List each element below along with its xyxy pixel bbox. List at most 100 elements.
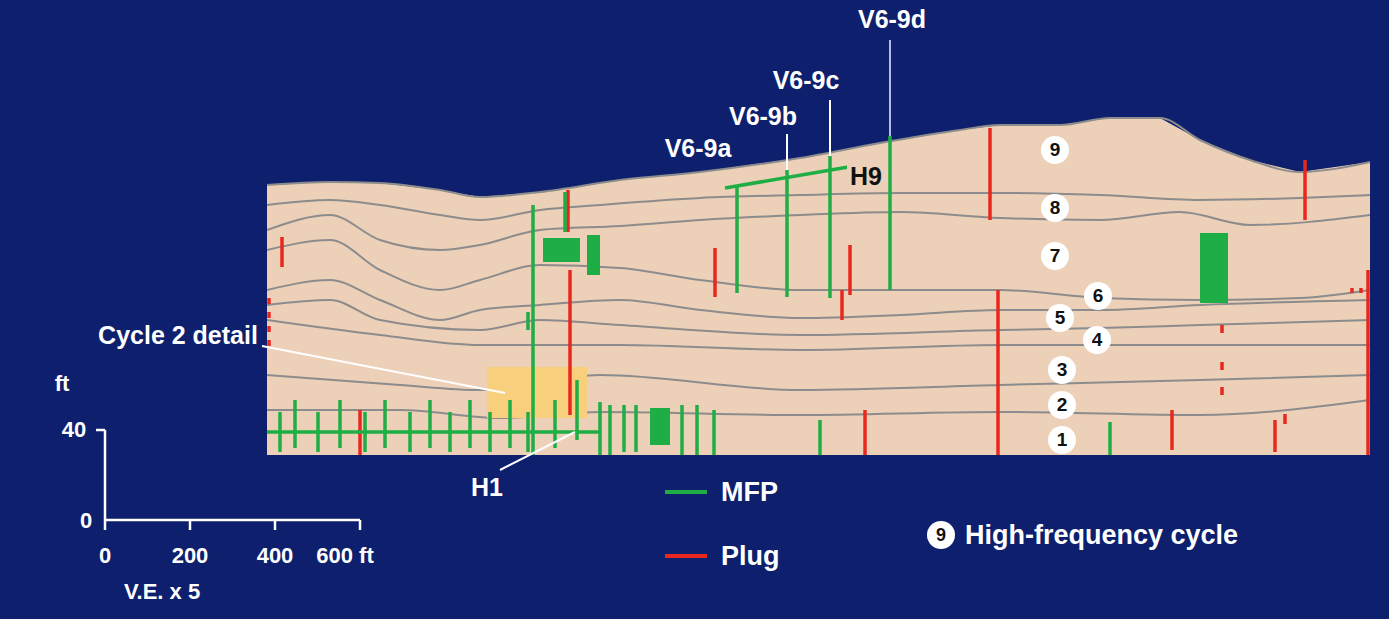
mfp-well: [608, 405, 612, 455]
cycle-boundary: [267, 375, 1370, 390]
axis-tick: 600 ft: [316, 543, 373, 568]
cycle-circle: 4: [1083, 326, 1111, 354]
cycle-number: 1: [1057, 429, 1068, 451]
cycle-circle: 1: [1048, 426, 1076, 454]
plug-well: [267, 298, 271, 304]
plug-well: [1220, 325, 1224, 333]
mfp-well: [598, 402, 602, 455]
axis-tick: 0: [80, 508, 92, 533]
legend-item: MFP: [665, 477, 778, 508]
plug-well: [1170, 410, 1174, 450]
mfp-well: [680, 405, 684, 455]
mfp-well: [785, 170, 789, 297]
plug-well: [1359, 288, 1363, 293]
legend-line: [665, 487, 707, 497]
axis-tick: 40: [62, 417, 86, 442]
axis-tick: 400: [257, 543, 294, 568]
ground-surface: [267, 118, 1370, 197]
legend-text: MFP: [721, 477, 778, 508]
plug-well: [1220, 387, 1224, 395]
mfp-well: [508, 400, 512, 448]
axis-tick: 200: [172, 543, 209, 568]
legend-symbol-number: 9: [936, 525, 946, 546]
mfp-well: [695, 405, 699, 455]
legend-item: High-frequency cycle: [965, 520, 1238, 551]
mfp-cluster: [543, 238, 580, 262]
leader-line: [500, 432, 575, 470]
plug-well: [566, 190, 570, 232]
plug-well: [267, 312, 271, 318]
plug-well: [988, 128, 992, 220]
plug-well: [568, 270, 572, 415]
plug-well: [267, 326, 271, 332]
mfp-well: [428, 400, 432, 448]
plug-well: [840, 290, 844, 320]
cycle-circle: 2: [1048, 391, 1076, 419]
cycle-circle: 3: [1048, 356, 1076, 384]
mfp-well: [828, 156, 832, 298]
well-name: V6-9d: [858, 5, 926, 34]
plug-well: [848, 245, 852, 295]
axis-unit: ft: [55, 371, 70, 396]
cycle-circle: 8: [1041, 194, 1069, 222]
cycle-number: 2: [1057, 394, 1068, 416]
cycle-circle: 9: [1041, 136, 1069, 164]
well-name: H9: [847, 162, 885, 191]
well-name: V6-9b: [729, 102, 797, 131]
mfp-well: [712, 410, 716, 455]
mfp-cluster: [650, 408, 670, 445]
mfp-well: [293, 400, 297, 448]
plug-well: [1283, 414, 1287, 424]
cycle-circle: 6: [1084, 282, 1112, 310]
cycle-circle: 5: [1046, 304, 1074, 332]
mfp-well: [383, 400, 387, 448]
cycle-boundary: [267, 320, 1370, 350]
plug-well: [267, 340, 271, 346]
mfp-well: [622, 405, 626, 452]
scale-note: V.E. x 5: [124, 579, 200, 604]
well-name: H1: [471, 473, 503, 502]
scale-bar: [96, 430, 360, 530]
legend-line: [665, 551, 707, 561]
leader-line: [829, 100, 831, 156]
leader-line: [889, 40, 891, 136]
cycle-number: 4: [1092, 329, 1103, 351]
plug-well: [1350, 288, 1354, 293]
cycle-number: 9: [1050, 139, 1061, 161]
plug-well: [1303, 160, 1307, 220]
cycle-circle: 7: [1041, 242, 1069, 270]
plug-well: [713, 248, 717, 297]
legend-text: High-frequency cycle: [965, 520, 1238, 551]
cycle-number: 7: [1050, 245, 1061, 267]
leader-line: [262, 346, 505, 393]
plug-well: [1273, 420, 1277, 452]
legend-text: Plug: [721, 541, 780, 572]
axis-tick: 0: [99, 543, 111, 568]
plug-well: [863, 410, 867, 455]
cycle-number: 5: [1055, 307, 1066, 329]
mfp-well: [818, 420, 822, 455]
well-name: V6-9c: [773, 66, 840, 95]
legend-item: Plug: [665, 541, 780, 572]
cycle-number: 8: [1050, 197, 1061, 219]
leader-line: [786, 134, 788, 170]
legend-circle: [927, 521, 955, 549]
mfp-well: [531, 205, 535, 455]
mfp-cluster: [1200, 233, 1228, 303]
horizontal-well: [267, 430, 600, 434]
plug-well: [996, 290, 1000, 455]
mfp-well: [468, 400, 472, 448]
well-name: V6-9a: [665, 134, 732, 163]
cycle-boundary: [267, 400, 1370, 418]
plug-well: [280, 237, 284, 267]
mfp-well: [338, 400, 342, 448]
plug-well: [1220, 362, 1224, 370]
horizontal-well: [725, 165, 860, 188]
mfp-cluster: [587, 235, 600, 275]
mfp-well: [634, 405, 638, 452]
cycle-boundary: [267, 300, 1370, 335]
mfp-well: [1108, 422, 1112, 455]
cycle-number: 3: [1057, 359, 1068, 381]
plug-well: [1366, 270, 1370, 455]
mfp-well: [526, 312, 530, 330]
